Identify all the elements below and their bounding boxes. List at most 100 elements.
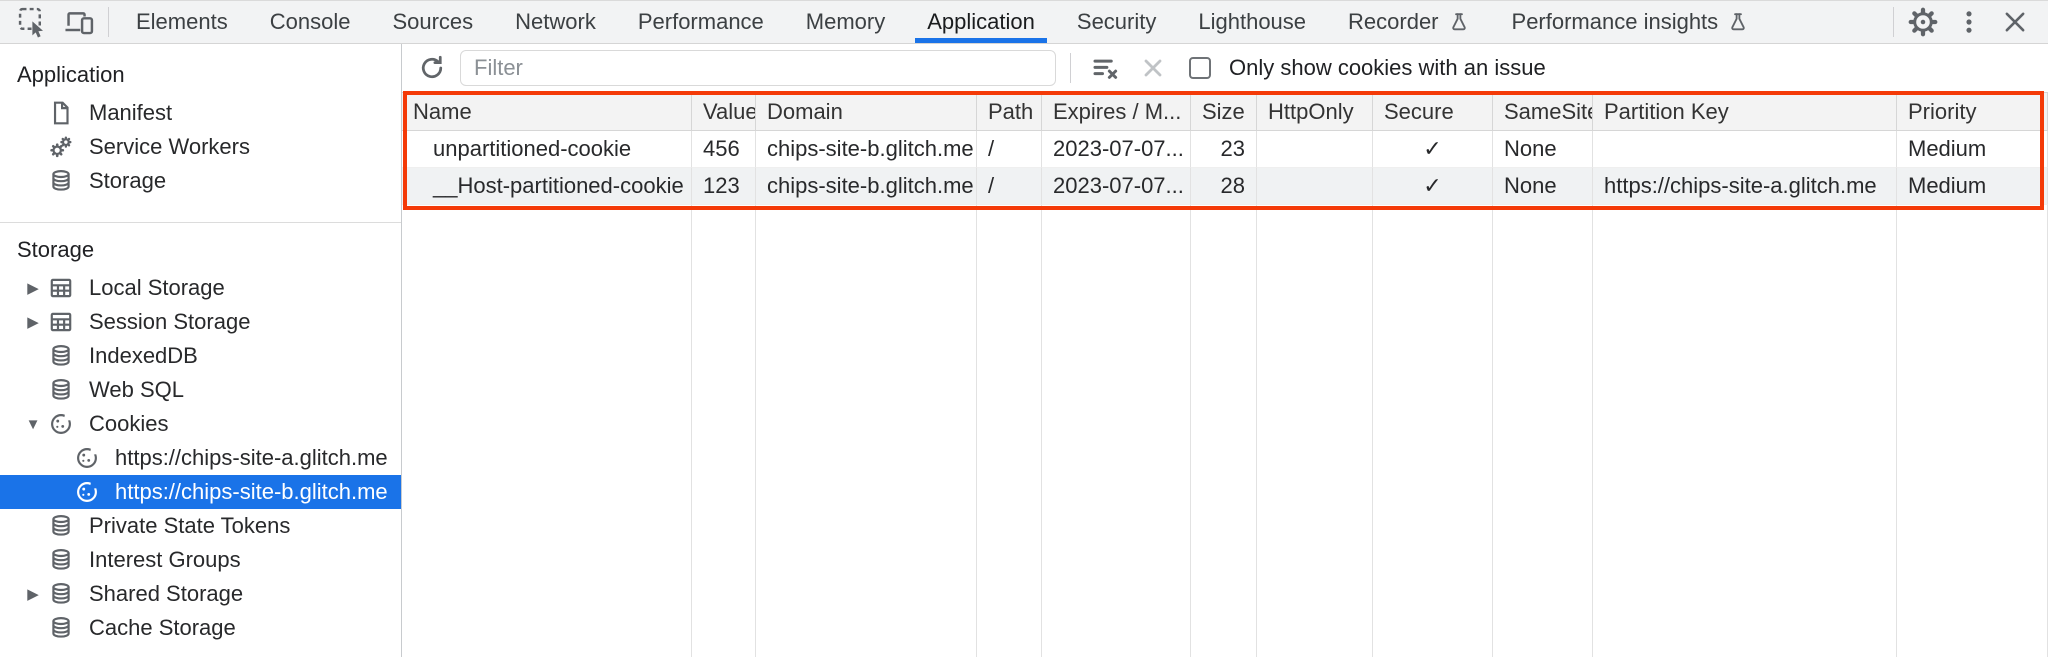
gears-icon [46,134,76,160]
settings-gear-icon[interactable] [1900,6,1946,38]
tabbar-controls [1887,1,2048,43]
column-header-size[interactable]: Size [1191,93,1257,131]
sidebar-item-cookies-chips-site-a[interactable]: https://chips-site-a.glitch.me [0,441,401,475]
sidebar-item-session-storage[interactable]: ▶ Session Storage [0,305,401,339]
tab-lighthouse[interactable]: Lighthouse [1177,1,1327,43]
sidebar-item-local-storage[interactable]: ▶ Local Storage [0,271,401,305]
tab-security[interactable]: Security [1056,1,1177,43]
devtools-tabbar: Elements Console Sources Network Perform… [0,0,2048,44]
table-row-1-cell-partition-key [1593,131,1897,168]
sidebar-item-label: Interest Groups [89,547,241,572]
tab-label: Performance insights [1511,9,1719,34]
sidebar-item-private-state-tokens[interactable]: Private State Tokens [0,509,401,543]
empty-grid-area [402,205,692,657]
column-header-value[interactable]: Value [692,93,756,131]
sidebar-item-cookies[interactable]: ▼ Cookies [0,407,401,441]
column-header-name[interactable]: Name [402,93,692,131]
sidebar-item-label: Local Storage [89,275,225,300]
chevron-down-icon[interactable]: ▼ [25,415,41,433]
column-header-domain[interactable]: Domain [756,93,977,131]
table-row-1-cell-path: / [977,131,1042,168]
refresh-icon[interactable] [412,49,452,87]
clear-all-cookies-icon[interactable] [1085,49,1125,87]
toolbar-divider [1070,53,1071,83]
sidebar-item-manifest[interactable]: Manifest [0,96,401,130]
sidebar-item-label: Service Workers [89,134,250,159]
tab-sources[interactable]: Sources [371,1,494,43]
table-row-2-cell-path: / [977,168,1042,205]
tab-memory[interactable]: Memory [785,1,906,43]
sidebar-section-application: Application Manifest [0,44,401,198]
kebab-menu-icon[interactable] [1946,8,1992,36]
sidebar-section-storage: Storage ▶ Local Storage ▶ [0,222,401,645]
sidebar-item-interest-groups[interactable]: Interest Groups [0,543,401,577]
inspect-element-icon[interactable] [10,1,56,43]
table-row-2-cell-httponly [1257,168,1373,205]
column-header-path[interactable]: Path [977,93,1042,131]
flask-icon [1448,10,1470,34]
table-row-1-cell-priority: Medium [1897,131,2048,168]
table-row-2-cell-domain: chips-site-b.glitch.me [756,168,977,205]
document-icon [46,100,76,126]
sidebar-item-label: Web SQL [89,377,184,402]
tab-performance[interactable]: Performance [617,1,785,43]
sidebar-item-storage[interactable]: Storage [0,164,401,198]
database-icon [46,547,76,573]
sidebar-item-label: https://chips-site-a.glitch.me [115,445,388,470]
tab-label: Network [515,9,596,34]
sidebar-item-web-sql[interactable]: Web SQL [0,373,401,407]
tab-console[interactable]: Console [249,1,372,43]
tabbar-divider [108,7,109,37]
application-sidebar: Application Manifest [0,44,402,657]
database-icon [46,343,76,369]
delete-selected-icon[interactable] [1133,49,1173,87]
column-header-samesite[interactable]: SameSite [1493,93,1593,131]
sidebar-item-indexeddb[interactable]: IndexedDB [0,339,401,373]
table-row-1-cell-size: 23 [1191,131,1257,168]
cookies-panel: Only show cookies with an issue Name Val… [402,44,2048,657]
sidebar-item-label: Cache Storage [89,615,236,640]
table-row-2-cell-expires: 2023-07-07... [1042,168,1191,205]
sidebar-item-cache-storage[interactable]: Cache Storage [0,611,401,645]
column-header-secure[interactable]: Secure [1373,93,1493,131]
filter-input[interactable] [460,50,1056,86]
table-row-2-cell-partition-key: https://chips-site-a.glitch.me [1593,168,1897,205]
sidebar-item-label: https://chips-site-b.glitch.me [115,479,388,504]
database-icon [46,513,76,539]
sidebar-item-label: Shared Storage [89,581,244,606]
database-icon [46,377,76,403]
device-toolbar-icon[interactable] [56,1,102,43]
database-icon [46,615,76,641]
chevron-right-icon[interactable]: ▶ [27,586,39,603]
table-row-2-cell-size: 28 [1191,168,1257,205]
cookie-icon [72,479,102,505]
tab-application[interactable]: Application [906,1,1056,43]
tab-performance-insights[interactable]: Performance insights [1491,1,1771,43]
table-row-2-cell-name[interactable]: __Host-partitioned-cookie [402,168,692,205]
tabbar-divider [1893,7,1894,37]
chevron-right-icon[interactable]: ▶ [27,314,39,331]
sidebar-item-service-workers[interactable]: Service Workers [0,130,401,164]
tab-label: Security [1076,9,1157,34]
column-header-partition-key[interactable]: Partition Key [1593,93,1897,131]
table-row-2-cell-secure: ✓ [1373,168,1493,205]
database-icon [46,581,76,607]
column-header-httponly[interactable]: HttpOnly [1257,93,1373,131]
table-row-1-cell-name[interactable]: unpartitioned-cookie [402,131,692,168]
only-issue-checkbox[interactable] [1189,57,1211,79]
table-row-1-cell-httponly [1257,131,1373,168]
column-header-priority[interactable]: Priority [1897,93,2048,131]
sidebar-item-shared-storage[interactable]: ▶ Shared Storage [0,577,401,611]
tab-network[interactable]: Network [494,1,617,43]
cookie-icon [72,445,102,471]
sidebar-item-label: IndexedDB [89,343,198,368]
tab-recorder[interactable]: Recorder [1327,1,1490,43]
column-header-expires[interactable]: Expires / M... [1042,93,1191,131]
close-icon[interactable] [1992,8,2038,36]
tab-label: Elements [136,9,228,34]
sidebar-item-label: Private State Tokens [89,513,291,538]
chevron-right-icon[interactable]: ▶ [27,280,39,297]
sidebar-item-cookies-chips-site-b[interactable]: https://chips-site-b.glitch.me [0,475,401,509]
section-title: Storage [17,237,95,262]
tab-elements[interactable]: Elements [115,1,249,43]
